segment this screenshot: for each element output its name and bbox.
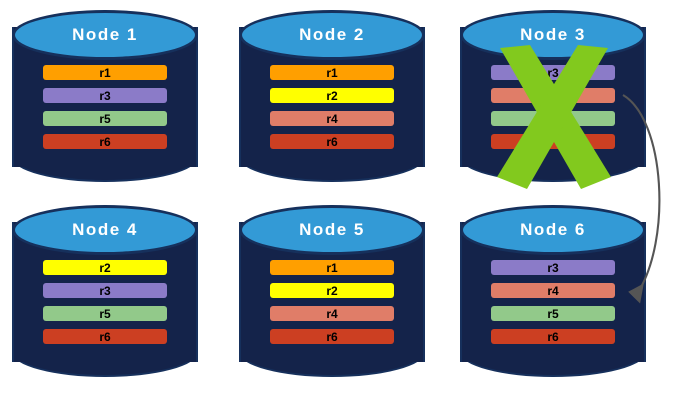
replica-bar[interactable]: r1 [43,65,167,80]
replica-bar[interactable]: r2 [43,260,167,275]
replica-list: r2 r3 r5 r6 [43,260,167,344]
replica-bar[interactable]: r6 [491,329,615,344]
database-node-2[interactable]: r1 r2 r4 r6 Node 2 [239,10,425,184]
replica-bar[interactable]: r1 [270,260,394,275]
database-node-6[interactable]: r3 r4 r5 r6 Node 6 [460,205,646,379]
replica-bar[interactable]: r6 [270,134,394,149]
replica-list: r1 r2 r4 r6 [270,65,394,149]
node-label: Node 2 [299,25,365,44]
replica-bar[interactable]: r5 [491,306,615,321]
replica-bar[interactable]: r6 [270,329,394,344]
replica-bar[interactable]: r3 [43,283,167,298]
cylinder-top: Node 2 [239,10,425,60]
replica-list: r1 r2 r4 r6 [270,260,394,344]
replica-list: r3 r4 r5 r6 [491,260,615,344]
replica-bar[interactable]: r1 [270,65,394,80]
replica-bar[interactable]: r3 [491,260,615,275]
replica-bar[interactable]: r3 [491,65,615,80]
replica-bar[interactable]: r5 [43,306,167,321]
node-label: Node 5 [299,220,365,239]
database-node-5[interactable]: r1 r2 r4 r6 Node 5 [239,205,425,379]
cylinder-top: Node 1 [12,10,198,60]
cylinder-top: Node 3 [460,10,646,60]
database-node-3[interactable]: r3 Node 3 [460,10,646,189]
replica-bar[interactable]: r6 [43,134,167,149]
replica-bar[interactable] [491,88,615,103]
database-node-1[interactable]: r1 r3 r5 r6 Node 1 [12,10,198,184]
replica-bar[interactable]: r4 [270,306,394,321]
replica-bar[interactable]: r4 [270,111,394,126]
cylinder-top: Node 5 [239,205,425,255]
replica-bar[interactable]: r5 [43,111,167,126]
replica-bar[interactable]: r3 [43,88,167,103]
node-label: Node 4 [72,220,138,239]
replica-bar[interactable]: r2 [270,88,394,103]
replica-list: r1 r3 r5 r6 [43,65,167,149]
cylinder-top: Node 6 [460,205,646,255]
replica-bar[interactable] [491,134,615,149]
replica-bar[interactable]: r6 [43,329,167,344]
node-label: Node 1 [72,25,138,44]
replica-bar[interactable]: r4 [491,283,615,298]
node-label: Node 6 [520,220,586,239]
cylinder-top: Node 4 [12,205,198,255]
replica-list: r3 [491,65,615,149]
replica-bar[interactable]: r2 [270,283,394,298]
database-node-4[interactable]: r2 r3 r5 r6 Node 4 [12,205,198,379]
replica-bar[interactable] [491,111,615,126]
node-label: Node 3 [520,25,586,44]
